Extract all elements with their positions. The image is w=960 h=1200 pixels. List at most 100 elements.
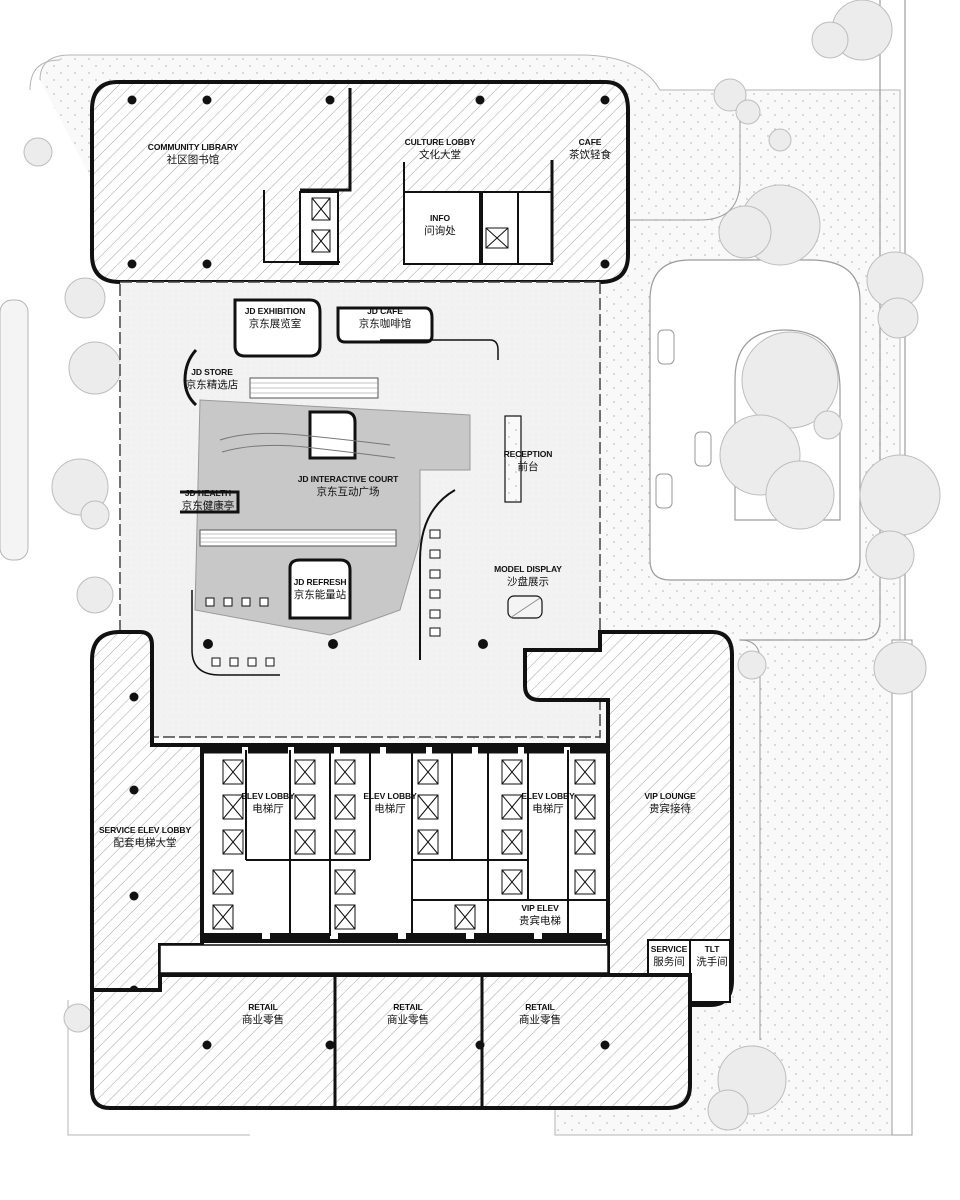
room-label-en: RETAIL bbox=[525, 1002, 555, 1012]
room-label-cn: 洗手间 bbox=[696, 955, 728, 968]
room-label-en: JD HEALTH bbox=[184, 488, 232, 498]
room-label-cn: 京东咖啡馆 bbox=[358, 317, 412, 330]
room-label-cn: 问询处 bbox=[424, 224, 456, 237]
room-label-en: VIP LOUNGE bbox=[644, 791, 696, 801]
elevator-car-cross bbox=[501, 869, 523, 895]
elevator-car-cross bbox=[222, 829, 244, 855]
elevator-car-cross bbox=[212, 869, 234, 895]
elevator-car-cross bbox=[574, 829, 596, 855]
room-label-en: MODEL DISPLAY bbox=[494, 564, 562, 574]
room-label-en: CULTURE LOBBY bbox=[404, 137, 476, 147]
room-label-cn: 贵宾电梯 bbox=[519, 914, 561, 927]
elevator-car-cross bbox=[334, 904, 356, 930]
elevator-car-cross bbox=[294, 829, 316, 855]
room-label-cn: 商业零售 bbox=[519, 1013, 561, 1026]
room-label-en: RETAIL bbox=[393, 1002, 423, 1012]
room-label-cn: 文化大堂 bbox=[418, 148, 461, 161]
elevator-car-cross bbox=[222, 759, 244, 785]
room-label-cn: 电梯厅 bbox=[532, 802, 564, 815]
elevator-car-cross bbox=[294, 794, 316, 820]
elevator-car-cross bbox=[222, 794, 244, 820]
vip-wing bbox=[523, 630, 734, 1007]
atrium bbox=[119, 281, 601, 738]
room-label-cn: 贵宾接待 bbox=[649, 802, 691, 815]
elevator-car-cross bbox=[574, 759, 596, 785]
room-label-en: CAFE bbox=[578, 137, 602, 147]
room-label-en: JD EXHIBITION bbox=[244, 306, 306, 316]
room-label-en: RETAIL bbox=[248, 1002, 278, 1012]
elevator-car-cross bbox=[334, 794, 356, 820]
room-label-en: ELEV LOBBY bbox=[521, 791, 575, 801]
room-label-en: SERVICE ELEV LOBBY bbox=[98, 825, 192, 835]
room-label-cn: 配套电梯大堂 bbox=[113, 836, 177, 849]
elevator-car-cross bbox=[454, 904, 476, 930]
elevator-car-cross bbox=[334, 829, 356, 855]
elevator-car-cross bbox=[417, 759, 439, 785]
room-label-en: TLT bbox=[704, 944, 720, 954]
room-label-en: JD CAFE bbox=[367, 306, 403, 316]
room-label-en: INFO bbox=[430, 213, 450, 223]
room-label-cn: 社区图书馆 bbox=[166, 153, 220, 166]
room-label-en: RECEPTION bbox=[503, 449, 553, 459]
room-label-en: ELEV LOBBY bbox=[241, 791, 295, 801]
elevator-car-cross bbox=[334, 759, 356, 785]
elevator-car-cross bbox=[212, 904, 234, 930]
retail-wing bbox=[90, 944, 692, 1110]
room-label-cn: 沙盘展示 bbox=[506, 575, 549, 588]
room-label-cn: 商业零售 bbox=[387, 1013, 429, 1026]
room-label-cn: 京东互动广场 bbox=[316, 485, 380, 498]
north-wing bbox=[90, 80, 630, 284]
room-label-en: ELEV LOBBY bbox=[363, 791, 417, 801]
room-label-cn: 电梯厅 bbox=[252, 802, 284, 815]
room-label-cn: 京东能量站 bbox=[293, 588, 347, 601]
room-label-cn: 前台 bbox=[517, 460, 539, 473]
elevator-car-cross bbox=[417, 829, 439, 855]
elevator-car-cross bbox=[501, 829, 523, 855]
elevator-core bbox=[200, 743, 610, 943]
elevator-car-cross bbox=[574, 869, 596, 895]
elevator-car-cross bbox=[501, 794, 523, 820]
landscape-trees bbox=[23, 0, 941, 1131]
room-label-en: JD STORE bbox=[191, 367, 233, 377]
room-label-cn: 京东展览室 bbox=[248, 317, 302, 330]
room-label-cn: 茶饮轻食 bbox=[569, 148, 611, 161]
elevator-car-cross bbox=[334, 869, 356, 895]
room-label-cn: 商业零售 bbox=[242, 1013, 284, 1026]
room-label-en: JD INTERACTIVE COURT bbox=[297, 474, 399, 484]
room-label-cn: 服务间 bbox=[653, 955, 685, 968]
elevator-car-cross bbox=[294, 759, 316, 785]
room-label-en: SERVICE bbox=[650, 944, 688, 954]
room-label-cn: 电梯厅 bbox=[374, 802, 406, 815]
room-label-en: VIP ELEV bbox=[521, 903, 559, 913]
room-label-en: JD REFRESH bbox=[293, 577, 347, 587]
elevator-car-cross bbox=[574, 794, 596, 820]
room-label-en: COMMUNITY LIBRARY bbox=[147, 142, 239, 152]
elevator-car-cross bbox=[417, 794, 439, 820]
room-label-cn: 京东健康亭 bbox=[181, 499, 235, 512]
elevator-car-cross bbox=[501, 759, 523, 785]
